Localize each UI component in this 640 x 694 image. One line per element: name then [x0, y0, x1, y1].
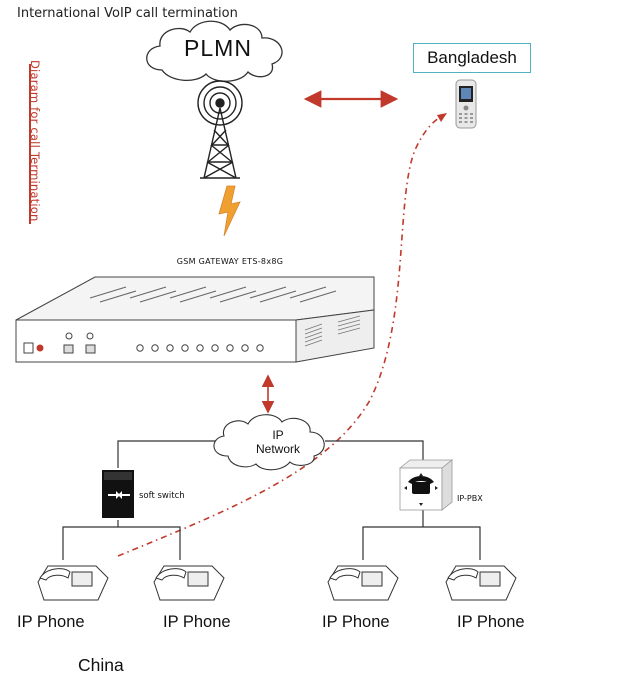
call-route-path — [117, 113, 447, 557]
side-label-text: Diaram for call Termination — [28, 60, 42, 222]
ip-network-label: IP Network — [238, 428, 318, 456]
page-title: International VoIP call termination — [17, 6, 238, 21]
ip-pbx-label: IP-PBX — [457, 494, 483, 503]
ip-network-line2: Network — [255, 442, 300, 456]
side-label: Diaram for call Termination — [18, 60, 58, 230]
lightning-icon — [218, 185, 241, 237]
desk-phone-icon — [153, 565, 225, 601]
cell-tower-icon — [197, 80, 243, 179]
desk-phone-icon — [327, 565, 399, 601]
mobile-phone-icon — [455, 79, 477, 129]
ip-network-cloud — [213, 414, 325, 471]
ip-phone-label: IP Phone — [163, 613, 231, 631]
china-label: China — [78, 655, 124, 675]
plmn-cloud — [146, 20, 283, 82]
ip-phone-label: IP Phone — [322, 613, 390, 631]
desk-phone-icon — [445, 565, 517, 601]
ip-pbx-device — [398, 459, 454, 511]
gateway-label: GSM GATEWAY ETS-8x8G — [176, 257, 284, 266]
ip-network-line1: IP — [272, 428, 284, 442]
side-accent-bar — [29, 64, 31, 224]
ip-phone-label: IP Phone — [17, 613, 85, 631]
gsm-gateway-device — [15, 276, 375, 363]
plmn-label: PLMN — [184, 35, 252, 61]
bangladesh-label: Bangladesh — [413, 43, 531, 73]
ip-phone-label: IP Phone — [457, 613, 525, 631]
soft-switch-device — [102, 470, 134, 518]
network-lines — [62, 440, 481, 560]
soft-switch-label: soft switch — [139, 491, 185, 501]
desk-phone-icon — [37, 565, 109, 601]
